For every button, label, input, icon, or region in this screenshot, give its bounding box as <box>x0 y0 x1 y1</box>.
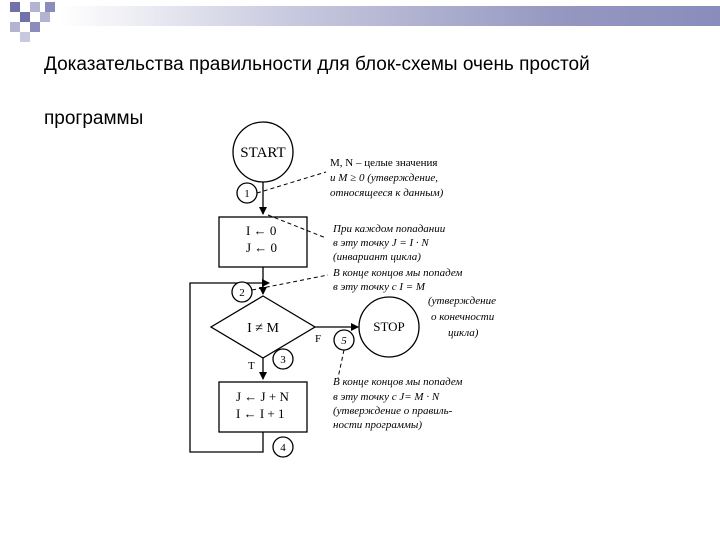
stop-node <box>358 296 420 358</box>
init-line-2: J ← 0 <box>246 240 277 255</box>
annotation-5-line-3: (утверждение о правиль- <box>333 405 453 417</box>
leader-line-2 <box>267 214 327 239</box>
loop-arrow-head <box>262 279 270 287</box>
point-1-label: 1 <box>244 188 250 200</box>
start-label: START <box>240 145 285 161</box>
deco-square <box>40 12 50 22</box>
annotation-4-line-1: (утверждение <box>428 295 496 307</box>
body-line-2: I ← I + 1 <box>236 406 285 421</box>
annotation-5-line-4: ности программы) <box>333 419 422 431</box>
stop-label: STOP <box>373 319 405 334</box>
point-2-label: 2 <box>239 287 245 299</box>
deco-square <box>10 2 20 12</box>
deco-square <box>30 2 40 12</box>
deco-square <box>30 22 40 32</box>
point-4-label: 4 <box>280 442 286 454</box>
point-5-label: 5 <box>341 335 347 347</box>
branch-false-label: F <box>315 333 321 345</box>
header-gradient-band <box>60 6 720 26</box>
annotation-2-line-1: При каждом попадании <box>332 223 446 235</box>
init-box <box>218 216 308 268</box>
slide-title: Доказательства правильности для блок-схе… <box>44 38 664 146</box>
slide-title-line-1: Доказательства правильности для блок-схе… <box>44 54 590 75</box>
leader-line-3 <box>251 274 329 291</box>
annotation-5-line-2: в эту точку с J= M · N <box>333 391 440 403</box>
slide-title-line-2: программы <box>44 108 144 129</box>
body-line-1: J ← J + N <box>236 389 289 404</box>
leader-line-4 <box>337 349 345 379</box>
annotation-2-line-2: в эту точку J = I · N <box>333 237 429 249</box>
condition-label: I ≠ M <box>247 321 279 336</box>
annotation-1-line-1: M, N – целые значения <box>330 157 437 169</box>
point-4-marker <box>272 436 294 458</box>
annotation-4-line-2: о конечности <box>431 311 495 323</box>
point-3-label: 3 <box>280 354 286 366</box>
point-2-marker <box>231 281 253 303</box>
annotation-2-line-3: (инвариант цикла) <box>333 251 421 263</box>
init-line-1: I ← 0 <box>246 223 276 238</box>
annotation-3-line-2: в эту точку с I = M <box>333 281 426 293</box>
annotation-3-line-1: В конце концов мы попадем <box>333 267 462 279</box>
deco-square <box>45 2 55 12</box>
loop-back-line <box>189 282 264 453</box>
annotation-5-line-1: В конце концов мы попадем <box>333 376 462 388</box>
deco-square <box>20 12 30 22</box>
annotation-1-line-2: и M ≥ 0 (утверждение, <box>330 172 438 184</box>
deco-square <box>20 32 30 42</box>
branch-true-label: T <box>248 360 255 372</box>
annotation-4-line-3: цикла) <box>448 327 479 339</box>
annotation-1-line-3: относящееся к данным) <box>330 187 444 199</box>
point-3-marker <box>272 348 294 370</box>
deco-square <box>10 22 20 32</box>
header-decoration <box>0 0 720 42</box>
leader-line-1 <box>256 171 327 194</box>
